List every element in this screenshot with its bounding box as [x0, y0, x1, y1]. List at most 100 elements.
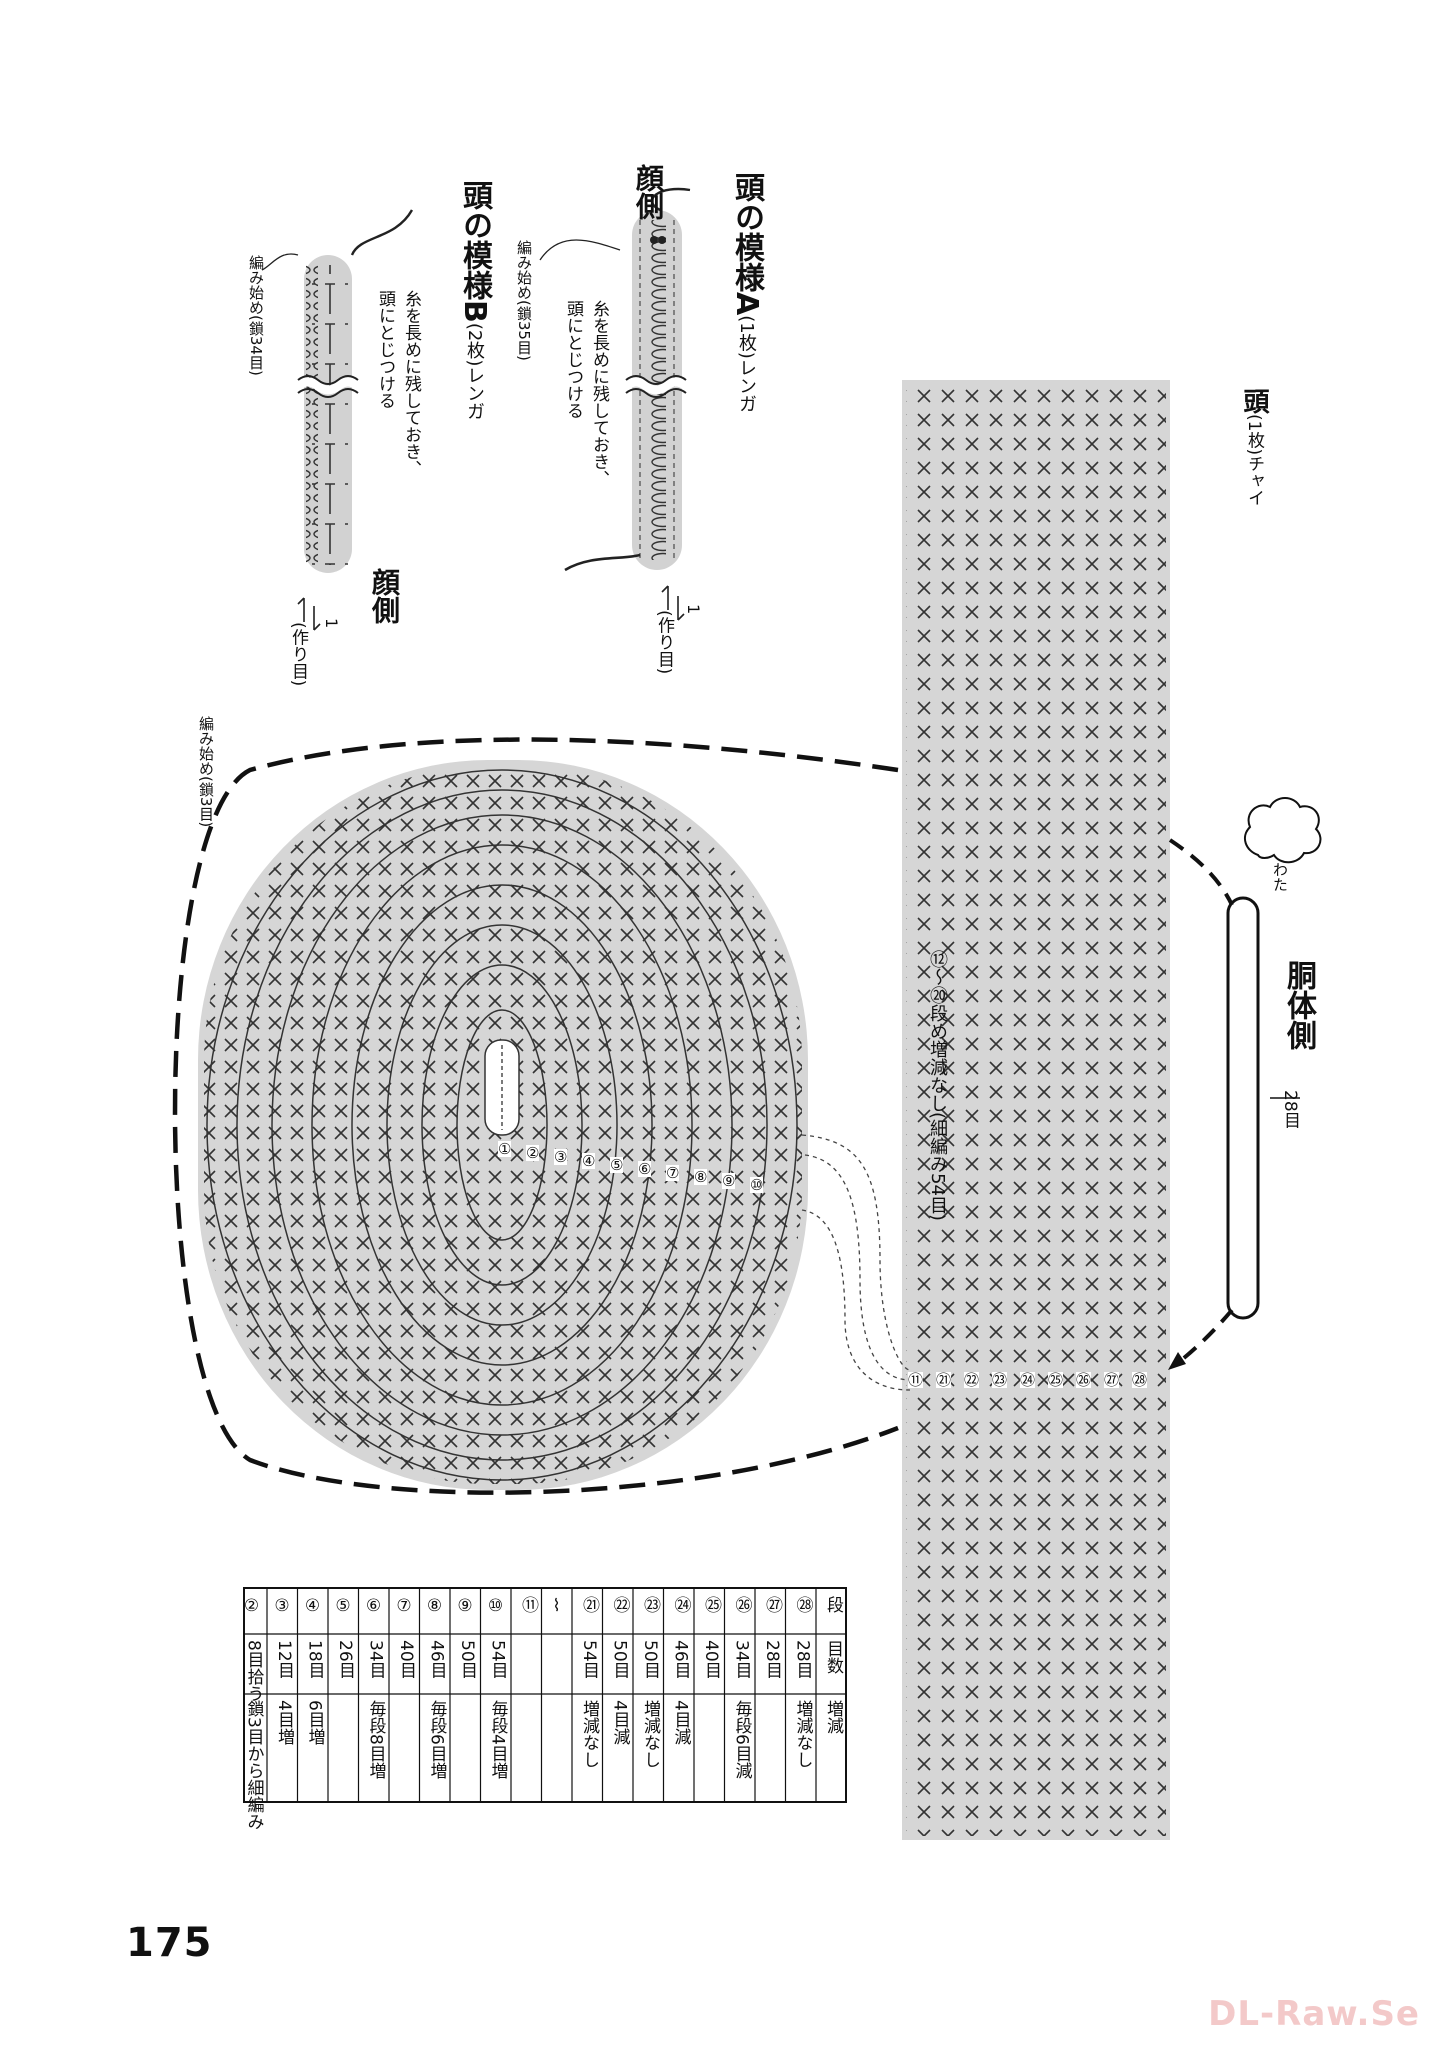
table-cell: 毎段6目増: [426, 1700, 447, 1779]
rect-row-marker: ⑪: [908, 1371, 924, 1389]
pattern-b-title-note: (2枚)レンガ: [464, 322, 485, 421]
pattern-b-diagram: [261, 209, 414, 631]
table-cell: 毎段4目増: [487, 1700, 508, 1779]
body-side-label: 胴体側: [1281, 960, 1316, 1050]
stitch-count-label: 28目: [1280, 1090, 1300, 1129]
table-cell: ⌇: [546, 1596, 567, 1616]
oval-round-marker: ⑨: [722, 1172, 736, 1190]
table-cell: 54目: [579, 1640, 599, 1679]
table-cell: ㉘: [792, 1596, 813, 1613]
table-cell: 4目減: [609, 1700, 630, 1745]
pattern-a-row-label: 1: [684, 604, 703, 615]
table-cell: 50目: [609, 1640, 630, 1679]
pattern-a-side-label: 顔側: [632, 164, 665, 220]
table-cell: 増減なし: [792, 1700, 813, 1768]
pattern-b-note: 糸を長めに残しておき、 頭にとじつける: [372, 290, 424, 477]
stuffing-tube: [1168, 838, 1260, 1370]
head-title-text: 頭: [1239, 388, 1269, 414]
pattern-a-title-note: (1枚)レンガ: [736, 315, 757, 413]
table-cell: ⑥: [363, 1596, 384, 1616]
rect-row-marker: ㉓: [992, 1371, 1008, 1389]
pattern-a-diagram: [539, 187, 691, 621]
stuffing-label: わた: [1271, 862, 1289, 892]
table-cell: ㉑: [579, 1596, 599, 1613]
pattern-b-note-line1: 糸を長めに残しておき、: [401, 290, 421, 477]
table-cell: 50目: [457, 1640, 477, 1679]
table-cell: ㉖: [731, 1596, 752, 1613]
oval-round-marker: ⑩: [750, 1176, 764, 1194]
table-cell: 28目: [792, 1640, 813, 1679]
table-cell: 40目: [396, 1640, 416, 1679]
table-cell: 増減なし: [640, 1700, 660, 1768]
table-header-cell: 目数: [823, 1640, 843, 1674]
table-cell: ㉗: [762, 1596, 782, 1613]
table-cell: ㉔: [670, 1596, 691, 1613]
pattern-b-title-text: 頭の模様B: [457, 180, 492, 323]
table-cell: ⑤: [333, 1596, 353, 1616]
table-cell: ㉕: [701, 1596, 721, 1613]
pattern-b-row-label: 1: [322, 618, 341, 629]
cloud-shape: [1243, 797, 1322, 864]
pattern-a-note-line2: 頭にとじつける: [563, 300, 583, 419]
table-cell: ⑩: [485, 1596, 506, 1616]
oval-start-note: 編み始め(鎖3目): [197, 716, 215, 828]
rect-row-marker: ㉑: [936, 1371, 952, 1389]
table-cell: 4目減: [670, 1700, 691, 1745]
pattern-b-note-line2: 頭にとじつける: [375, 290, 395, 409]
head-oval-chart: [198, 760, 808, 1490]
table-cell: 34目: [365, 1640, 386, 1679]
table-cell: 46目: [670, 1640, 691, 1679]
table-cell: 増減なし: [579, 1700, 599, 1768]
pattern-a-start-note: 編み始め(鎖35目): [515, 240, 533, 361]
oval-round-marker: ①: [498, 1140, 512, 1158]
table-header-cell: 増減: [823, 1700, 843, 1734]
head-title-note: (1枚)チャイ: [1244, 414, 1264, 507]
table-cell: 毎段8目増: [365, 1700, 386, 1779]
pattern-b-title: 頭の模様B(2枚)レンガ: [452, 180, 496, 420]
head-title: 頭(1枚)チャイ: [1236, 388, 1273, 506]
table-cell: 34目: [731, 1640, 752, 1679]
table-cell: ㉒: [609, 1596, 630, 1613]
table-cell: 12目: [274, 1640, 294, 1679]
pattern-b-start-note: 編み始め(鎖34目): [247, 255, 265, 376]
table-cell: 鎖3目から細編み: [243, 1700, 264, 1830]
rect-row-marker: ㉘: [1132, 1371, 1148, 1389]
table-cell: 8目拾う: [243, 1640, 264, 1702]
rect-row-marker: ㉗: [1104, 1371, 1120, 1389]
table-cell: ⑧: [424, 1596, 445, 1616]
table-cell: 18目: [304, 1640, 325, 1679]
pattern-a-note-line1: 糸を長めに残しておき、: [589, 300, 609, 487]
table-cell: 40目: [701, 1640, 721, 1679]
table-cell: ⑦: [394, 1596, 414, 1616]
rect-row-marker: ㉕: [1048, 1371, 1064, 1389]
table-cell: 6目増: [304, 1700, 325, 1745]
table-cell: 54目: [487, 1640, 508, 1679]
table-cell: 26目: [335, 1640, 355, 1679]
rect-row-marker: ㉖: [1076, 1371, 1092, 1389]
table-cell: ⑪: [518, 1596, 538, 1613]
table-cell: 28目: [762, 1640, 782, 1679]
page-number: 175: [126, 1920, 213, 1966]
table-cell: ④: [302, 1596, 323, 1616]
stitch-table-grid: [243, 1587, 847, 1803]
oval-round-marker: ⑦: [666, 1164, 680, 1182]
pattern-a-title: 頭の模様A(1枚)レンガ: [724, 172, 768, 413]
table-cell: 4目増: [274, 1700, 294, 1745]
table-cell: 46目: [426, 1640, 447, 1679]
oval-round-marker: ④: [582, 1152, 596, 1170]
rect-row-marker: ㉒: [964, 1371, 980, 1389]
pattern-b-side-label: 顔側: [368, 568, 401, 624]
oval-round-marker: ②: [526, 1144, 540, 1162]
pattern-a-foundation-label: (作り目): [654, 610, 674, 675]
oval-round-marker: ⑧: [694, 1168, 708, 1186]
table-cell: ⑨: [455, 1596, 475, 1616]
rows-note: ⑫〜⑳段め増減なし(細編み54目): [927, 950, 948, 1221]
table-cell: ③: [272, 1596, 292, 1616]
head-outline-dashed: [172, 737, 899, 1495]
table-cell: ②: [241, 1596, 262, 1616]
watermark: DL-Raw.Se: [1208, 1994, 1420, 2034]
table-cell: 毎段6目減: [731, 1700, 752, 1779]
rect-row-marker: ㉔: [1020, 1371, 1036, 1389]
pattern-b-foundation-label: (作り目): [288, 622, 308, 687]
